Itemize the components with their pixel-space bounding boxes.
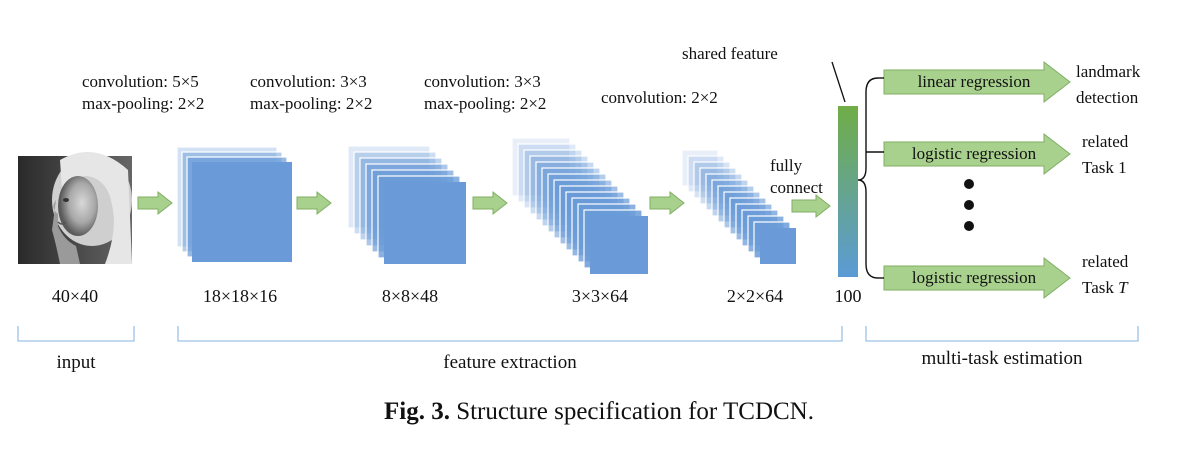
stage4-conv-label: convolution: 2×2 bbox=[601, 88, 718, 107]
ellipsis-dot bbox=[964, 200, 974, 210]
task-brace bbox=[857, 77, 879, 279]
feature-map bbox=[192, 162, 292, 262]
multi-task-bracket bbox=[865, 326, 1139, 342]
shared-feature-label: shared feature bbox=[682, 44, 778, 63]
stage1-pool-label: max-pooling: 2×2 bbox=[82, 94, 205, 113]
stage1-conv-label: convolution: 5×5 bbox=[82, 72, 199, 91]
feature-map bbox=[384, 182, 466, 264]
stage1-dims-label: 18×18×16 bbox=[202, 286, 278, 306]
stage2-feature-maps bbox=[347, 145, 466, 264]
fully-connect-line1: fully bbox=[770, 156, 803, 175]
fully-connect-line2: connect bbox=[770, 178, 823, 197]
arrow-fully-connect bbox=[791, 193, 831, 219]
arrow-input-to-stage1 bbox=[137, 190, 173, 216]
input-bracket bbox=[17, 326, 135, 342]
task2-arrow bbox=[883, 132, 1071, 176]
stage3-pool-label: max-pooling: 2×2 bbox=[424, 94, 547, 113]
stage4-dims-label: 2×2×64 bbox=[726, 286, 784, 306]
task3-target-prefix: Task bbox=[1082, 278, 1119, 297]
stage2-conv-label: convolution: 3×3 bbox=[250, 72, 367, 91]
ellipsis-dot bbox=[964, 179, 974, 189]
arrow-stage2-to-stage3 bbox=[472, 190, 508, 216]
feature-map bbox=[590, 216, 648, 274]
feature-maps bbox=[176, 137, 796, 274]
task3-arrow bbox=[883, 256, 1071, 300]
input-size-label: 40×40 bbox=[51, 286, 99, 306]
section-multi-task-label: multi-task estimation bbox=[921, 348, 1083, 369]
arrow-stage3-to-stage4 bbox=[649, 190, 685, 216]
shared-feature-vector bbox=[838, 106, 858, 277]
caption-prefix: Fig. 3. bbox=[383, 398, 450, 425]
stage1-feature-maps bbox=[176, 146, 292, 262]
stage2-dims-label: 8×8×48 bbox=[381, 286, 439, 306]
stage3-feature-maps bbox=[511, 137, 648, 274]
task1-target-line1: landmark bbox=[1076, 62, 1141, 81]
arrow-stage1-to-stage2 bbox=[296, 190, 332, 216]
stage2-pool-label: max-pooling: 2×2 bbox=[250, 94, 373, 113]
section-input-label: input bbox=[56, 352, 96, 373]
stage4-feature-maps bbox=[681, 149, 796, 264]
stage3-conv-label: convolution: 3×3 bbox=[424, 72, 541, 91]
task2-method-label: logistic regression bbox=[911, 144, 1037, 163]
task3-target-line1: related bbox=[1082, 252, 1129, 271]
stage3-dims-label: 3×3×64 bbox=[571, 286, 629, 306]
task1-method-label: linear regression bbox=[917, 72, 1031, 91]
figure-caption: Fig. 3. Structure specification for TCDC… bbox=[0, 396, 1198, 428]
task3-target-line2: Task T bbox=[1082, 277, 1128, 299]
shared-feature-dims: 100 bbox=[834, 286, 862, 306]
task2-target-line1: related bbox=[1082, 132, 1129, 151]
task3-target-var: T bbox=[1118, 278, 1128, 297]
caption-text: Structure specification for TCDCN. bbox=[449, 398, 814, 425]
feature-map bbox=[760, 228, 796, 264]
task2-target-line2: Task 1 bbox=[1082, 158, 1127, 177]
shared-feature-pointer bbox=[831, 61, 846, 103]
input-face-image bbox=[18, 152, 132, 264]
task3-method-label: logistic regression bbox=[911, 268, 1037, 287]
section-feature-extraction-label: feature extraction bbox=[443, 352, 577, 373]
feature-extraction-bracket bbox=[177, 326, 843, 342]
task1-target-line2: detection bbox=[1076, 88, 1139, 107]
flow-arrows bbox=[137, 60, 1071, 300]
ellipsis-dot bbox=[964, 221, 974, 231]
task1-arrow bbox=[883, 60, 1071, 104]
